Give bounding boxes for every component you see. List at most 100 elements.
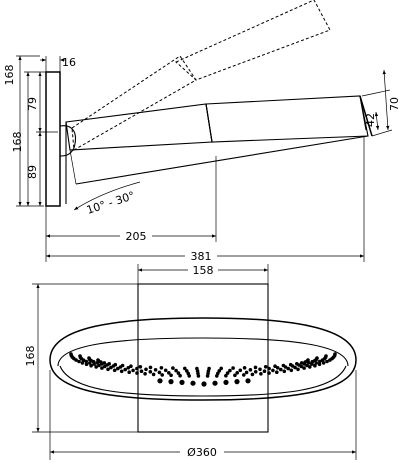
nozzle-hole <box>234 379 240 385</box>
dim-168-inner: 168 <box>11 71 46 206</box>
nozzle-hole <box>135 371 139 375</box>
dim-42-label: 42 <box>364 113 377 127</box>
nozzle-hole <box>168 379 174 385</box>
nozzle-hole <box>174 368 178 373</box>
dim-70-label: 70 <box>388 97 400 111</box>
dim-205-label: 205 <box>126 230 147 243</box>
nozzle-hole <box>317 359 322 364</box>
arm-alt-positions-dashed <box>71 0 331 151</box>
wall-plate <box>45 71 61 207</box>
dim-79-89: 79 89 <box>26 72 58 206</box>
nozzle-hole <box>179 379 185 385</box>
nozzle-hole <box>289 368 294 373</box>
dim-158: 158 <box>137 263 269 284</box>
nozzle-hole <box>224 373 228 378</box>
nozzle-hole <box>80 361 85 365</box>
nozzle-hole <box>305 363 309 368</box>
nozzle-hole <box>321 361 326 365</box>
nozzle-hole <box>148 370 153 374</box>
nozzle-hole <box>116 366 120 371</box>
nozzle-hole <box>160 373 164 377</box>
dim-168-front-label: 168 <box>24 346 37 367</box>
dim-168-front: 168 <box>24 283 138 433</box>
nozzle-hole <box>263 365 268 369</box>
nozzle-hole <box>129 364 133 369</box>
nozzle-hole <box>295 362 299 366</box>
nozzle-hole <box>77 359 81 364</box>
nozzle-hole <box>306 358 310 362</box>
nozzle-hole <box>127 370 131 375</box>
nozzle-hole <box>253 370 258 374</box>
nozzle-hole <box>120 363 125 368</box>
nozzle-hole <box>201 381 207 387</box>
nozzle-hole <box>302 366 306 370</box>
nozzle-hole <box>107 362 111 366</box>
nozzle-pattern <box>69 352 337 387</box>
nozzle-hole <box>106 367 110 372</box>
nozzle-hole <box>159 366 164 370</box>
nozzle-hole <box>317 362 322 367</box>
angle-label: 10° - 30° <box>85 189 137 217</box>
nozzle-hole <box>233 373 237 378</box>
nozzle-hole <box>235 371 239 375</box>
nozzle-hole <box>313 363 317 368</box>
nozzle-hole <box>195 366 199 371</box>
dim-168-inner-label: 168 <box>11 132 24 153</box>
angle-indicator: 10° - 30° <box>73 181 141 217</box>
nozzle-hole <box>288 362 293 367</box>
nozzle-hole <box>123 367 127 372</box>
nozzle-hole <box>333 352 337 356</box>
dim-79-label: 79 <box>26 97 39 111</box>
nozzle-hole <box>324 354 328 358</box>
nozzle-hole <box>176 371 181 375</box>
nozzle-hole <box>144 367 148 372</box>
nozzle-hole <box>119 369 124 374</box>
nozzle-hole <box>267 371 271 375</box>
shower-arm <box>65 95 369 204</box>
nozzle-hole <box>228 368 232 373</box>
nozzle-hole <box>225 371 230 375</box>
dim-16: 16 <box>40 56 76 72</box>
nozzle-hole <box>212 380 218 386</box>
nozzle-hole <box>271 368 275 373</box>
nozzle-hole <box>190 380 196 386</box>
dim-89-label: 89 <box>26 165 39 179</box>
nozzle-hole <box>245 378 251 384</box>
pivot-joint <box>59 125 77 157</box>
nozzle-hole <box>308 365 312 369</box>
front-view: 158 168 Ø360 <box>24 263 357 460</box>
nozzle-hole <box>299 361 304 365</box>
nozzle-hole <box>99 360 103 364</box>
nozzle-hole <box>185 369 189 373</box>
dim-diameter: Ø360 <box>49 370 357 460</box>
nozzle-hole <box>100 366 104 370</box>
nozzle-hole <box>250 372 255 377</box>
nozzle-hole <box>238 368 243 373</box>
wall-plate-front <box>137 283 269 433</box>
nozzle-hole <box>275 366 280 370</box>
nozzle-hole <box>148 365 153 370</box>
nozzle-hole <box>97 363 101 368</box>
nozzle-hole <box>167 371 171 375</box>
nozzle-hole <box>163 368 168 373</box>
dim-158-label: 158 <box>193 264 214 277</box>
nozzle-hole <box>258 367 262 372</box>
nozzle-hole <box>74 358 78 362</box>
nozzle-hole <box>135 366 139 371</box>
nozzle-hole <box>139 369 144 374</box>
dim-381-label: 381 <box>191 250 212 263</box>
nozzle-hole <box>325 359 329 364</box>
nozzle-hole <box>262 369 267 374</box>
nozzle-hole <box>296 367 300 372</box>
nozzle-hole <box>267 366 271 371</box>
dim-168-outer-label: 168 <box>3 65 16 86</box>
nozzle-hole <box>89 363 93 368</box>
dim-381: 381 <box>46 136 365 263</box>
nozzle-hole <box>282 369 287 374</box>
nozzle-hole <box>231 366 235 370</box>
nozzle-hole <box>84 359 89 364</box>
nozzle-hole <box>169 373 173 378</box>
nozzle-hole <box>223 379 229 385</box>
nozzle-hole <box>131 368 135 373</box>
